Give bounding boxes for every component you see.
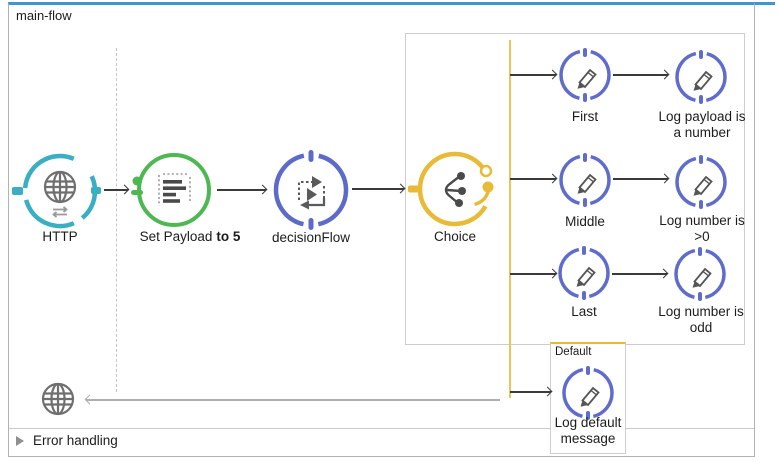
- set-payload-lines-icon: [131, 153, 211, 227]
- connector-branch-first: [510, 74, 556, 76]
- disclosure-triangle-icon[interactable]: [16, 436, 24, 446]
- choice-label: Choice: [433, 229, 477, 244]
- logger-middle-message-node[interactable]: [675, 153, 727, 211]
- logger-first-message-label: Log payload is a number: [658, 109, 746, 140]
- logger-middle-node[interactable]: [559, 151, 611, 209]
- http-listener-node[interactable]: [12, 151, 101, 231]
- logger-last-message-node[interactable]: [674, 245, 726, 303]
- flow-title: main-flow: [16, 8, 72, 23]
- globe-icon: [41, 382, 75, 416]
- logger-default-label: Log default message: [554, 415, 622, 446]
- source-divider: [116, 48, 117, 392]
- connector-http-setpayload: [104, 189, 128, 191]
- connector-first-logger: [613, 74, 668, 76]
- connector-branch-last: [510, 273, 556, 275]
- error-handling-separator: [9, 428, 754, 429]
- connector-setpayload-decisionflow: [217, 189, 266, 191]
- pencil-icon: [675, 153, 727, 211]
- logger-first-node[interactable]: [559, 46, 611, 104]
- default-route-label: Default: [555, 346, 592, 358]
- connector-branch-middle: [510, 178, 556, 180]
- logger-last-label: Last: [571, 304, 597, 319]
- connector-middle-logger: [613, 178, 668, 180]
- branch-icon: [408, 151, 494, 227]
- logger-last-node[interactable]: [558, 244, 610, 302]
- choice-branch-line: [509, 40, 511, 398]
- logger-middle-label: Middle: [565, 214, 605, 229]
- error-handling-label[interactable]: Error handling: [33, 433, 118, 448]
- pencil-icon: [559, 46, 611, 104]
- logger-default-node[interactable]: [562, 364, 614, 422]
- exchange-arrows-icon: [52, 206, 68, 218]
- pencil-icon: [558, 244, 610, 302]
- logger-middle-message-label: Log number is >0: [659, 213, 745, 244]
- http-response-node[interactable]: [40, 381, 76, 417]
- logger-last-message-label: Log number is odd: [658, 304, 744, 335]
- pencil-icon: [675, 48, 727, 106]
- response-connector: [86, 399, 500, 401]
- connector-branch-default: [510, 391, 551, 393]
- flow-reference-icon: [273, 150, 349, 230]
- logger-first-message-node[interactable]: [675, 48, 727, 106]
- http-label: HTTP: [42, 229, 78, 244]
- pencil-icon: [562, 364, 614, 422]
- choice-node[interactable]: [408, 149, 495, 229]
- pencil-icon: [559, 151, 611, 209]
- pencil-icon: [674, 245, 726, 303]
- globe-icon: [12, 153, 101, 229]
- decision-flow-label: decisionFlow: [271, 230, 351, 245]
- set-payload-node[interactable]: [131, 150, 214, 230]
- decision-flow-node[interactable]: [271, 150, 351, 230]
- logger-first-label: First: [571, 109, 599, 124]
- flow-top-accent: [755, 2, 775, 5]
- connector-last-logger: [612, 273, 667, 275]
- connector-decisionflow-choice: [352, 188, 404, 190]
